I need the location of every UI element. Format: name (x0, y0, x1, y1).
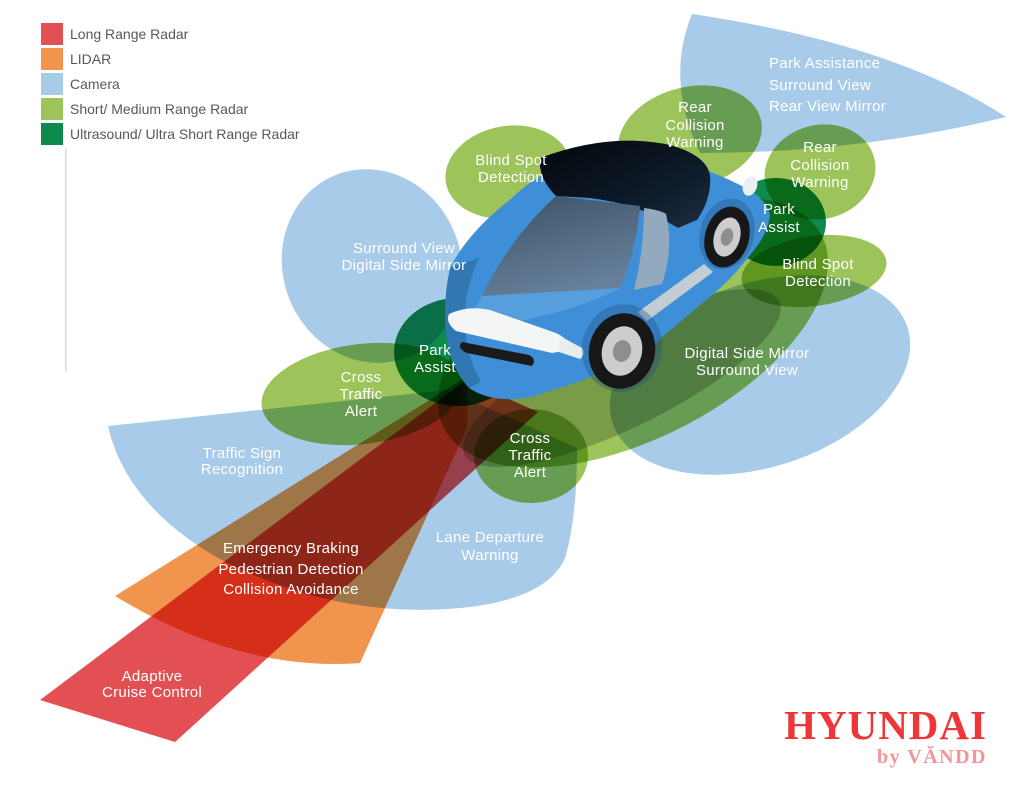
legend-label-lidar: LIDAR (70, 51, 111, 67)
zone-label-line: Detection (478, 169, 544, 186)
zone-label-line: Assist (414, 359, 456, 376)
zone-label-line: Traffic Sign (203, 445, 282, 462)
brand-byline: by VĂNDD (877, 744, 987, 768)
zone-label-line: Traffic (340, 386, 383, 403)
zone-label-line: Alert (514, 464, 547, 481)
car-illustration (445, 140, 770, 400)
zone-label-adaptive-cruise-control: Adaptive Cruise Control (102, 668, 202, 701)
zone-label-line: Emergency Braking (223, 540, 359, 557)
zone-label-line: Cruise Control (102, 684, 202, 701)
legend-label-camera: Camera (70, 76, 120, 92)
zone-label-line: Surround View (353, 240, 455, 257)
zone-label-park-assist-rear: Park Assist (758, 201, 800, 236)
legend-item-lidar: LIDAR (41, 48, 111, 70)
zone-label-line: Digital Side Mirror (342, 257, 467, 274)
zone-label-digital-side-mirror-right: Digital Side Mirror Surround View (685, 345, 810, 379)
car-headlight-corner (559, 336, 584, 359)
zone-label-traffic-sign-recognition: Traffic Sign Recognition (201, 445, 284, 478)
zone-label-line: Park Assistance (769, 55, 880, 72)
zone-label-line: Collision (790, 157, 849, 174)
zone-label-line: Surround View (769, 77, 871, 94)
zone-label-cross-traffic-right: Cross Traffic Alert (509, 430, 552, 481)
zone-label-line: Assist (758, 219, 800, 236)
legend: Long Range Radar LIDAR Camera Short/ Med… (41, 23, 300, 145)
page-edge-line (65, 148, 67, 372)
zone-labels: Park Assistance Surround View Rear View … (102, 55, 886, 701)
zone-label-line: Alert (345, 403, 378, 420)
legend-label-short-medium-radar: Short/ Medium Range Radar (70, 101, 249, 117)
legend-item-short-medium-radar: Short/ Medium Range Radar (41, 98, 249, 120)
zone-label-line: Pedestrian Detection (218, 561, 363, 578)
legend-label-long-range-radar: Long Range Radar (70, 26, 189, 42)
zone-label-line: Collision (665, 117, 724, 134)
legend-swatch-camera (41, 73, 63, 95)
zone-label-long-range-front: Emergency Braking Pedestrian Detection C… (218, 540, 363, 598)
brand-name: HYUNDAI (784, 702, 987, 748)
zone-label-line: Cross (510, 430, 551, 447)
car-rocker-panel (638, 264, 713, 321)
zone-label-line: Rear View Mirror (769, 98, 886, 115)
zone-label-park-assist-front: Park Assist (414, 342, 456, 376)
zone-label-line: Cross (341, 369, 382, 386)
car-roof (539, 140, 711, 228)
zone-label-line: Warning (666, 134, 723, 151)
zone-label-line: Digital Side Mirror (685, 345, 810, 362)
zone-label-line: Warning (791, 174, 848, 191)
camera-zone-rear-fan (680, 14, 1006, 153)
zone-label-line: Traffic (509, 447, 552, 464)
zone-label-cross-traffic-left: Cross Traffic Alert (340, 369, 383, 420)
zone-label-line: Rear (803, 139, 837, 156)
zone-label-line: Park (419, 342, 451, 359)
legend-item-long-range-radar: Long Range Radar (41, 23, 189, 45)
zone-label-line: Adaptive (122, 668, 183, 685)
legend-swatch-lidar (41, 48, 63, 70)
car-grille (459, 342, 534, 366)
legend-swatch-short-medium-radar (41, 98, 63, 120)
brand-logo: HYUNDAI by VĂNDD (784, 702, 987, 768)
zone-label-lane-departure-warning: Lane Departure Warning (436, 529, 544, 564)
zone-label-line: Collision Avoidance (223, 581, 359, 598)
zone-label-rear-collision-warning-left: Rear Collision Warning (665, 99, 724, 151)
car-front-wheel (588, 313, 656, 389)
zone-label-surround-view-left: Surround View Digital Side Mirror (342, 240, 467, 274)
zone-label-line: Detection (785, 273, 851, 290)
sensor-zones (40, 14, 1006, 742)
zone-label-line: Recognition (201, 461, 284, 478)
zone-label-line: Warning (461, 547, 518, 564)
zone-label-line: Rear (678, 99, 712, 116)
legend-swatch-ultrasound (41, 123, 63, 145)
car-side-window (634, 208, 670, 290)
car-windshield (482, 196, 640, 296)
car-side-mirror (742, 176, 758, 196)
zone-label-rear-collision-warning-right: Rear Collision Warning (790, 139, 849, 191)
zone-label-blind-spot-right: Blind Spot Detection (782, 256, 854, 290)
long-range-radar-beam (40, 380, 538, 742)
zone-label-park-assistance: Park Assistance Surround View Rear View … (769, 55, 886, 115)
legend-label-ultrasound: Ultrasound/ Ultra Short Range Radar (70, 126, 300, 142)
zone-label-line: Blind Spot (782, 256, 854, 273)
zone-label-line: Lane Departure (436, 529, 544, 546)
zone-label-line: Blind Spot (475, 152, 547, 169)
legend-item-camera: Camera (41, 73, 120, 95)
zone-label-line: Surround View (696, 362, 798, 379)
legend-swatch-long-range-radar (41, 23, 63, 45)
car-headlight (447, 308, 569, 353)
zone-label-blind-spot-left: Blind Spot Detection (475, 152, 547, 186)
car-rear-wheel (704, 206, 750, 268)
zone-label-line: Park (763, 201, 795, 218)
legend-item-ultrasound: Ultrasound/ Ultra Short Range Radar (41, 123, 300, 145)
